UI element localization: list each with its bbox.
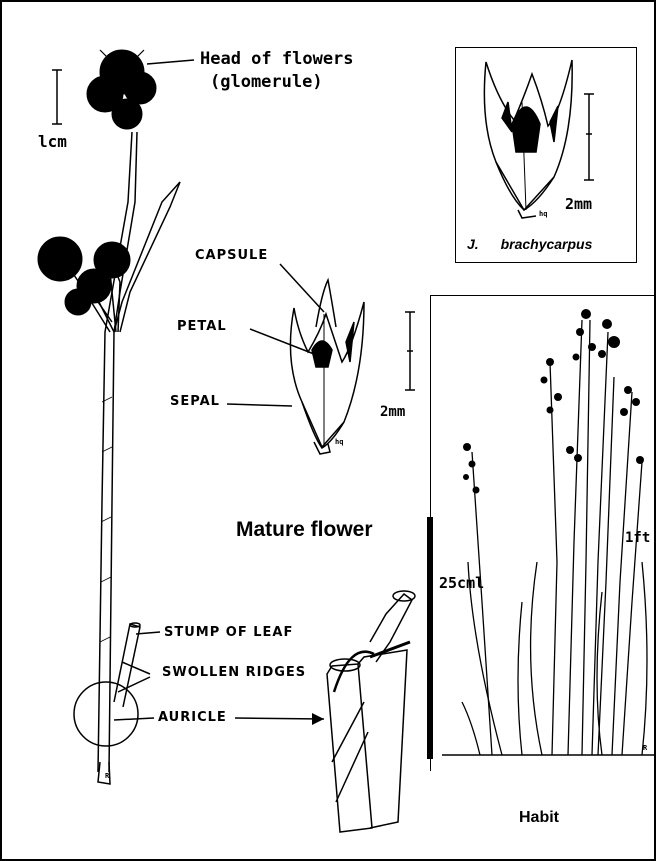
brachycarpus-scale-label: 2mm	[565, 195, 592, 213]
brachycarpus-species: brachycarpus	[501, 236, 593, 252]
brachycarpus-initials: hq	[539, 210, 547, 218]
leader-lines	[114, 60, 324, 720]
petal-label: PETAL	[177, 319, 227, 334]
stem-mark: R	[105, 772, 109, 780]
stem-detail	[327, 591, 415, 832]
scale-bar-flower-2mm	[405, 312, 415, 390]
heads-sublabel: (glomerule)	[210, 72, 323, 92]
mature-flower-caption: Mature flower	[236, 518, 373, 542]
sepal-label: SEPAL	[170, 394, 220, 409]
flower-scale-label: 2mm	[380, 404, 405, 420]
brachycarpus-panel	[455, 47, 637, 263]
scale-bar-1cm	[52, 70, 62, 124]
habit-scale-1ft: 1ft	[625, 530, 650, 546]
brachycarpus-caption: J. brachycarpus	[467, 236, 592, 252]
habit-caption: Habit	[519, 809, 559, 827]
heads-label: Head of flowers	[200, 49, 354, 69]
habit-mark: R	[643, 744, 647, 752]
auricle-circle	[74, 682, 138, 746]
flower-initials: hq	[335, 438, 343, 446]
stump-of-leaf-label: STUMP OF LEAF	[164, 625, 293, 640]
mature-flower	[290, 280, 364, 454]
auricle-label: AURICLE	[158, 710, 227, 725]
habit-scale-25cm: 25cml	[439, 574, 484, 592]
habit-panel	[430, 295, 656, 771]
swollen-ridges-label: SWOLLEN RIDGES	[162, 665, 306, 680]
capsule-label: CAPSULE	[195, 248, 268, 263]
main-plant-stem	[72, 132, 180, 784]
brachycarpus-genus: J.	[467, 236, 479, 252]
scale-label-1cm: lcm	[38, 132, 67, 151]
